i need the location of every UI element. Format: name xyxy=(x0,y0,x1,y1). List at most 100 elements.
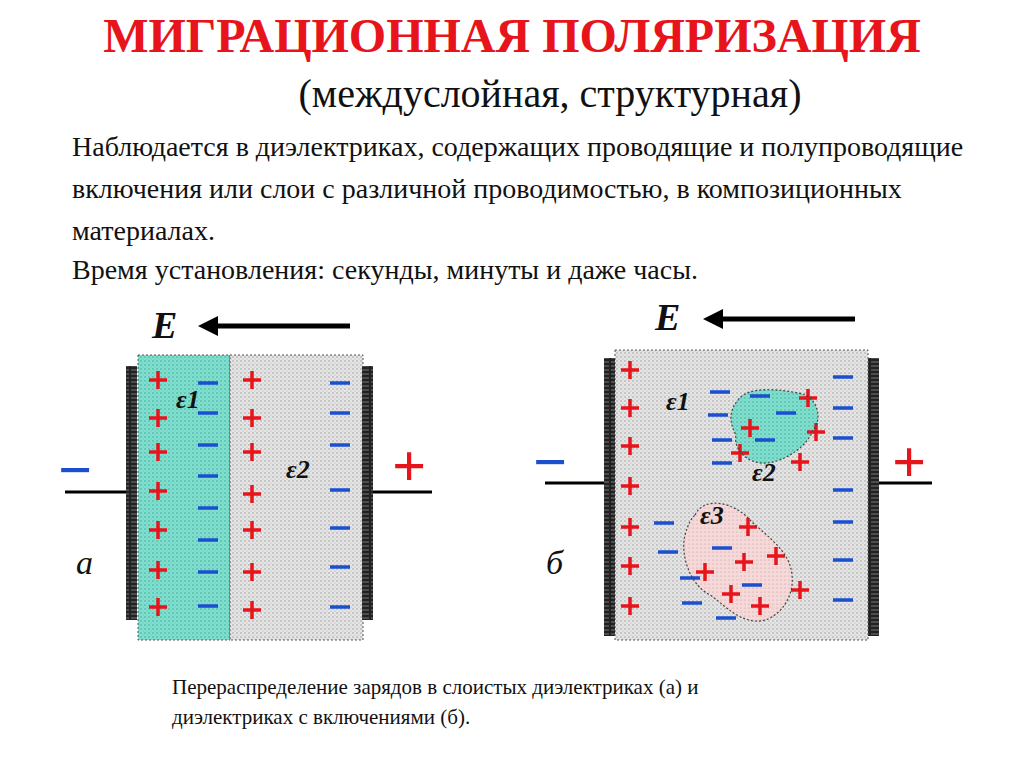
negative-charge xyxy=(833,375,853,379)
negative-charge xyxy=(712,438,732,442)
settling-time-note: Время установления: секунды, минуты и да… xyxy=(72,254,972,286)
negative-charge xyxy=(750,394,770,398)
positive-charge xyxy=(621,518,639,536)
negative-charge xyxy=(833,436,853,440)
permittivity-label: ε2 xyxy=(752,458,776,488)
negative-charge xyxy=(710,390,730,394)
positive-charge xyxy=(791,453,809,471)
positive-charge xyxy=(243,371,261,389)
positive-charge xyxy=(722,585,740,603)
positive-charge xyxy=(791,581,809,599)
positive-charge xyxy=(621,361,639,379)
positive-charge xyxy=(751,597,769,615)
negative-charge xyxy=(833,406,853,410)
panel-label: а xyxy=(76,546,93,580)
text-holder: − xyxy=(533,432,567,492)
inclusion-fills xyxy=(684,390,818,621)
positive-charge xyxy=(799,389,817,407)
negative-charge xyxy=(742,583,762,587)
negative-charge xyxy=(833,598,853,602)
text-holder: Время установления: секунды, минуты и да… xyxy=(72,254,972,286)
negative-charge xyxy=(330,488,350,492)
inclusion-outline xyxy=(680,495,795,625)
positive-charge xyxy=(731,444,749,462)
positive-charge xyxy=(243,563,261,581)
negative-charge xyxy=(198,381,218,385)
negative-charge xyxy=(198,538,218,542)
subtitle: (междуслойная, структурная) xyxy=(200,70,900,117)
negative-charge xyxy=(658,550,678,554)
text-holder: − xyxy=(58,440,92,500)
polarity-sign: + xyxy=(892,432,926,492)
text-holder: (междуслойная, структурная) xyxy=(200,70,900,117)
text-holder: E xyxy=(152,306,177,344)
negative-charge xyxy=(682,601,702,605)
negative-charge xyxy=(716,616,736,620)
positive-charge xyxy=(696,563,714,581)
positive-charge xyxy=(621,597,639,615)
positive-charge xyxy=(243,485,261,503)
description: Наблюдается в диэлектриках, содержащих п… xyxy=(72,126,972,252)
negative-charge xyxy=(198,506,218,510)
negative-charge xyxy=(776,411,796,415)
permittivity-label: ε3 xyxy=(700,501,724,531)
negative-charge xyxy=(680,576,700,580)
negative-charge xyxy=(708,413,728,417)
permittivity-label: ε1 xyxy=(666,387,690,417)
positive-charge xyxy=(243,443,261,461)
positive-charge xyxy=(621,399,639,417)
positive-charge xyxy=(739,518,757,536)
text-holder: а xyxy=(76,546,93,580)
positive-charge xyxy=(741,419,759,437)
conductive-inclusion: ε1 xyxy=(728,385,823,465)
positive-charge xyxy=(149,521,167,539)
positive-charge xyxy=(149,598,167,616)
positive-charge xyxy=(243,409,261,427)
negative-charge xyxy=(198,570,218,574)
negative-charge xyxy=(833,558,853,562)
charges xyxy=(149,361,853,619)
dielectric-matrix: ε2ε1ε3 xyxy=(615,350,868,640)
panel-label: б xyxy=(546,546,563,580)
permittivity-label: ε2 xyxy=(286,455,310,485)
positive-charge xyxy=(735,553,753,571)
text-holder: МИГРАЦИОННАЯ ПОЛЯРИЗАЦИЯ xyxy=(0,8,1024,63)
text-holder: + xyxy=(392,436,426,496)
negative-charge xyxy=(330,411,350,415)
inclusion-border xyxy=(731,390,818,463)
negative-charge xyxy=(833,520,853,524)
text-holder: Перераспределение зарядов в слоистых диэ… xyxy=(172,672,872,732)
field-label: E xyxy=(655,298,680,336)
text-holder: + xyxy=(892,432,926,492)
positive-charge xyxy=(243,521,261,539)
positive-charge xyxy=(149,371,167,389)
positive-charge xyxy=(149,409,167,427)
positive-charge xyxy=(621,437,639,455)
positive-charge xyxy=(243,601,261,619)
text-holder: E xyxy=(655,298,680,336)
positive-charge xyxy=(621,557,639,575)
negative-charge xyxy=(330,605,350,609)
positive-charge xyxy=(149,561,167,579)
caption: Перераспределение зарядов в слоистых диэ… xyxy=(172,672,732,732)
negative-charge xyxy=(330,443,350,447)
text-holder: Наблюдается в диэлектриках, содержащих п… xyxy=(72,126,972,252)
positive-charge xyxy=(149,443,167,461)
semiconductive-inclusion: ε3 xyxy=(680,495,795,625)
field-label: E xyxy=(152,306,177,344)
negative-charge xyxy=(712,546,732,550)
negative-charge xyxy=(330,565,350,569)
dielectric-layer: ε1 xyxy=(138,355,230,640)
negative-charge xyxy=(330,381,350,385)
negative-charge xyxy=(755,438,775,442)
negative-charge xyxy=(198,443,218,447)
layered-capacitor xyxy=(65,326,432,640)
polarity-sign: + xyxy=(392,436,426,496)
polarity-sign: − xyxy=(533,432,567,492)
negative-charge xyxy=(330,526,350,530)
text-holder: б xyxy=(546,546,563,580)
positive-charge xyxy=(767,547,785,565)
permittivity-label: ε1 xyxy=(176,385,200,415)
